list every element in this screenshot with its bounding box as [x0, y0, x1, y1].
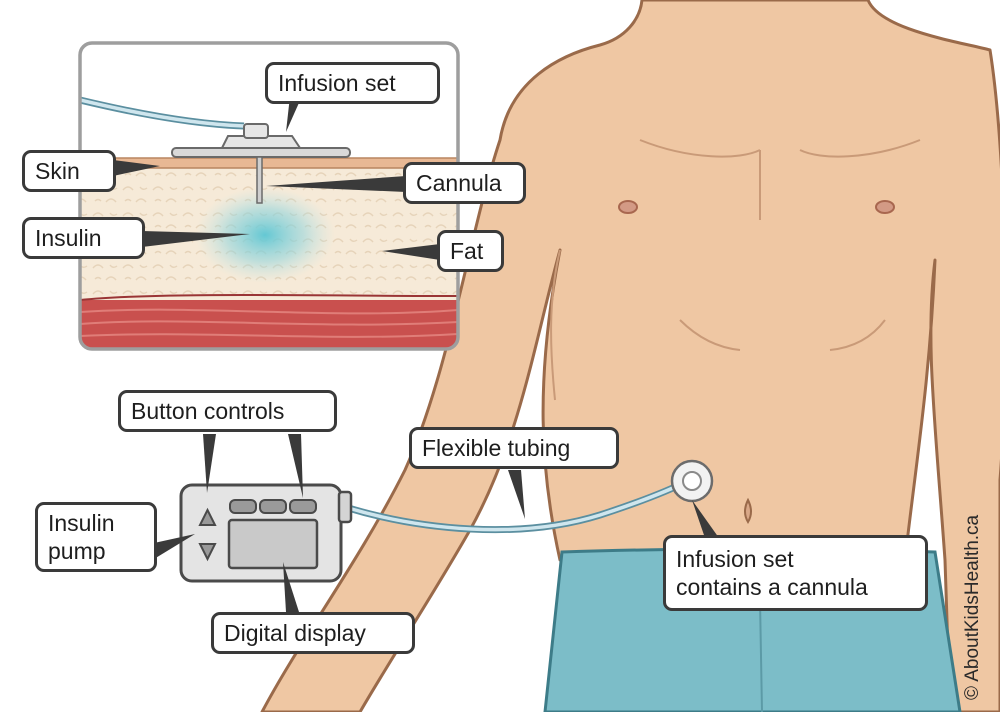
insulin-glow: [195, 187, 335, 283]
flexible-tubing-pointer: [508, 470, 525, 519]
digital-display-label: Digital display: [211, 612, 415, 654]
right-nipple: [875, 200, 895, 214]
pump-assembly: [179, 459, 714, 583]
fat-pointer: [382, 244, 440, 260]
cannula-label: Cannula: [403, 162, 526, 204]
button-controls-pointer: [288, 434, 303, 498]
pump-button: [229, 499, 257, 514]
up-arrow-icon: [198, 507, 217, 526]
pump-button: [289, 499, 317, 514]
insulin-pointer: [142, 231, 250, 247]
callout-pointers: [113, 96, 719, 612]
pump-digital-display: [227, 518, 319, 570]
insulin-pump-label-line2: pump: [48, 538, 106, 564]
skin-cross-section-inset: [78, 41, 460, 351]
navel: [744, 497, 752, 524]
skin-label: Skin: [22, 150, 116, 192]
infusion-set-pointer: [286, 96, 302, 132]
muscle-layer: [80, 300, 458, 349]
insulin-pump-pointer: [154, 534, 195, 559]
cannula-pointer: [266, 176, 406, 192]
infusion-set-cannula-label-line1: Infusion set: [676, 546, 794, 572]
infusion-set-cannula-label: Infusion set contains a cannula: [663, 535, 928, 611]
copyright-credit: © AboutKidsHealth.ca: [962, 514, 983, 700]
insulin-pump-label-line1: Insulin: [48, 510, 115, 536]
infusion-set-cannula-label-line2: contains a cannula: [676, 574, 868, 600]
infusion-set-label: Infusion set: [265, 62, 440, 104]
down-arrow-icon: [198, 543, 217, 562]
infusion-set-hub: [220, 135, 302, 149]
digital-display-pointer: [283, 562, 299, 612]
insulin-pump-label: Insulin pump: [35, 502, 157, 572]
button-controls-label: Button controls: [118, 390, 337, 432]
skin-pointer: [113, 160, 160, 176]
infusion-set-base: [171, 147, 351, 158]
fat-label: Fat: [437, 230, 504, 272]
flexible-tubing-label: Flexible tubing: [409, 427, 619, 469]
left-nipple: [618, 200, 638, 214]
insulin-label: Insulin: [22, 217, 145, 259]
cannula: [256, 156, 263, 204]
infusion-set-cannula-pointer: [692, 500, 719, 538]
pump-button: [259, 499, 287, 514]
button-controls-pointer: [203, 434, 216, 493]
